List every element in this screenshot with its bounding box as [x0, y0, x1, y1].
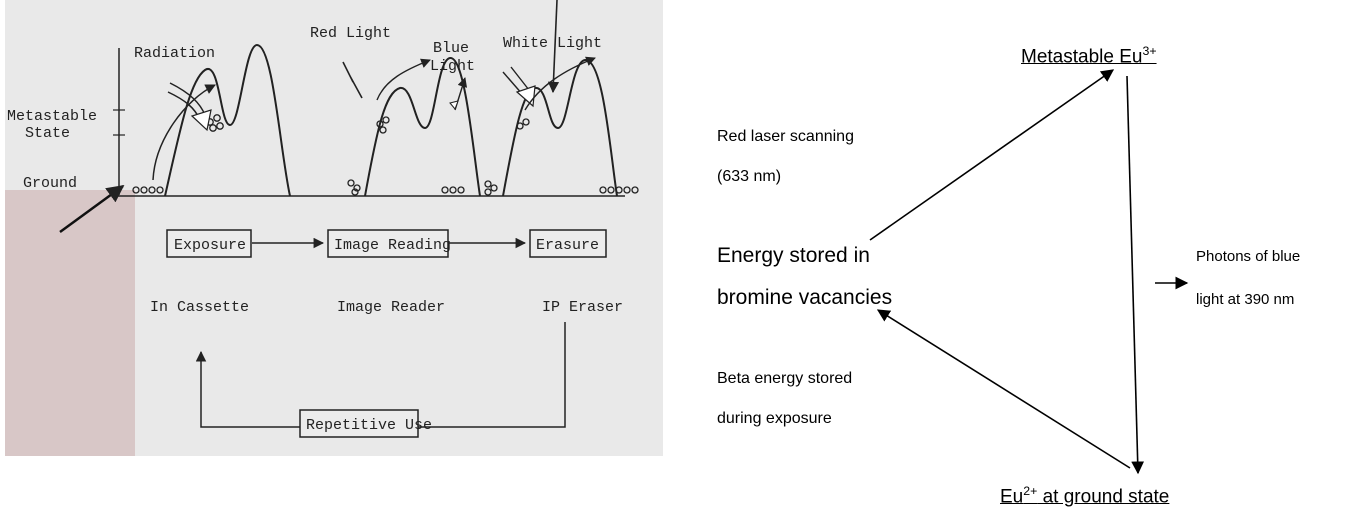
- image-reading-box: [327, 229, 449, 258]
- image-reading-label: Image Reading: [334, 237, 451, 254]
- white-light-arrow: [515, 85, 536, 108]
- electron-circles: [132, 114, 639, 196]
- image-reader-label: Image Reader: [337, 299, 445, 316]
- radiation-label: Radiation: [134, 45, 215, 62]
- beta-energy-label-2: during exposure: [717, 410, 832, 427]
- energy-stored-label-2: bromine vacancies: [717, 286, 893, 309]
- eu-arrows-svg: [869, 69, 1189, 475]
- erasure-box: [529, 229, 607, 258]
- red-light-bolt: [342, 61, 363, 99]
- energy-well-reading: [364, 57, 481, 197]
- photons-label-1: Photons of blue: [1196, 248, 1301, 265]
- scan-tint-patch: [5, 190, 135, 456]
- eu-energy-diagram: Metastable Eu3+ Red laser scanning (633 …: [665, 0, 1362, 513]
- white-light-label: White Light: [503, 35, 602, 52]
- metastable-label-1: Metastable: [7, 108, 97, 125]
- red-light-label: Red Light: [310, 25, 391, 42]
- eu2-ground-state-title: Eu2+ at ground state: [1000, 484, 1170, 508]
- red-laser-label-1: Red laser scanning: [717, 128, 854, 145]
- metastable-eu3-title: Metastable Eu3+: [1021, 44, 1157, 68]
- ground-label: Ground: [23, 175, 77, 192]
- red-laser-arrow: [869, 69, 1115, 241]
- relaxation-arrow: [1126, 75, 1145, 475]
- erasure-label: Erasure: [536, 237, 599, 254]
- red-laser-label-2: (633 nm): [717, 168, 782, 185]
- incoming-radiation-arrow: [59, 184, 125, 234]
- radiation-arrow: [190, 109, 212, 132]
- in-cassette-label: In Cassette: [150, 299, 249, 316]
- repetitive-use-box: [299, 409, 419, 438]
- photons-label-2: light at 390 nm: [1196, 291, 1295, 308]
- cycle-diagram-svg: Radiation Red Light Blue Light White Lig…: [5, 0, 639, 456]
- energy-well-erasure: [502, 58, 618, 197]
- exposure-label: Exposure: [174, 237, 246, 254]
- metastable-label-2: State: [25, 125, 70, 142]
- beta-energy-arrow: [876, 309, 1131, 469]
- blue-light-label-1: Blue: [433, 40, 469, 57]
- repetitive-use-label: Repetitive Use: [306, 417, 432, 434]
- imaging-plate-cycle-figure: Radiation Red Light Blue Light White Lig…: [5, 0, 663, 456]
- energy-well-exposure: [164, 43, 291, 197]
- beta-energy-label-1: Beta energy stored: [717, 370, 853, 387]
- ip-eraser-label: IP Eraser: [542, 299, 623, 316]
- exposure-box: [166, 229, 252, 258]
- energy-stored-label-1: Energy stored in: [717, 244, 870, 267]
- blue-light-label-2: Light: [430, 58, 475, 75]
